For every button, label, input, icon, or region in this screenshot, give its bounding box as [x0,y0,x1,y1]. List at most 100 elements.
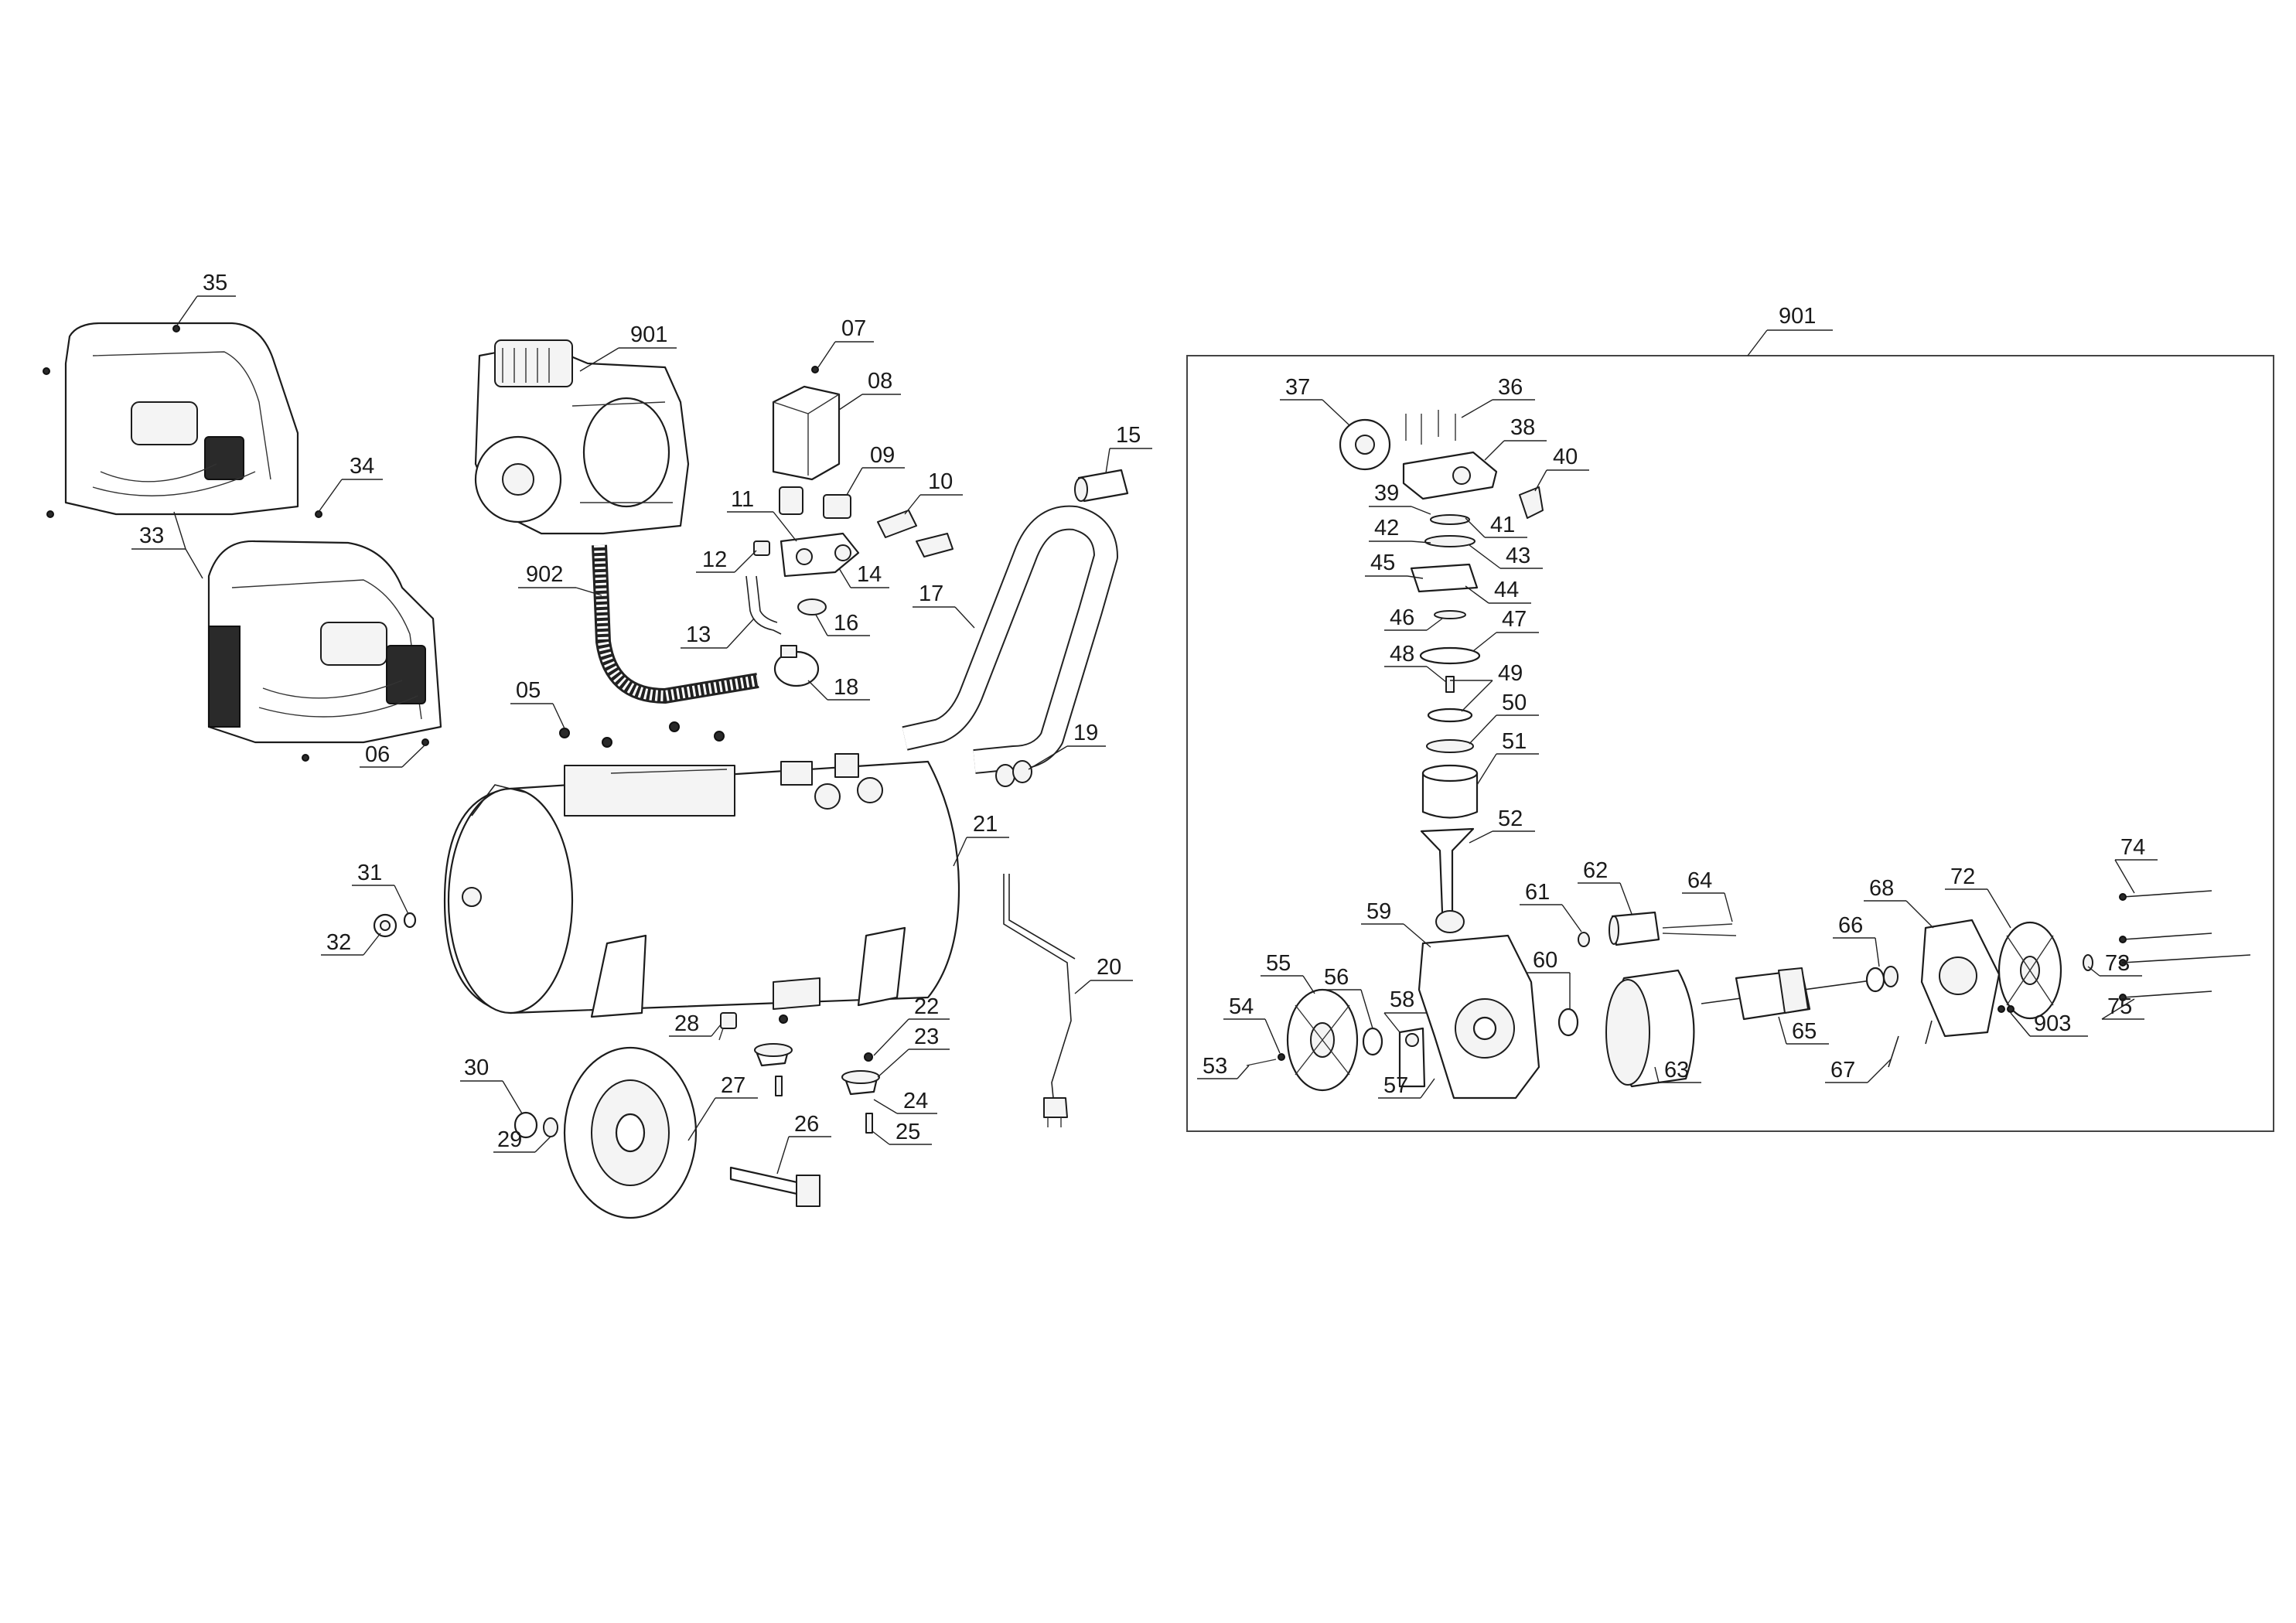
label-43: 43 [1469,544,1543,569]
label-60: 60 [1527,948,1571,1009]
label-12: 12 [696,547,757,573]
label-68: 68 [1864,876,1934,929]
label-56: 56 [1319,965,1373,1029]
label-73: 73 [2087,951,2142,977]
label-20: 20 [1074,955,1133,994]
label-07: 07 [817,316,874,368]
coupling-18 [773,645,820,687]
svg-text:47: 47 [1502,607,1527,632]
svg-text:22: 22 [914,994,939,1019]
label-53: 53 [1197,1054,1250,1079]
rear-cover-housing [64,322,299,516]
svg-text:52: 52 [1498,806,1523,831]
svg-text:40: 40 [1553,445,1578,469]
label-22: 22 [873,994,950,1056]
label-16: 16 [815,611,870,636]
rotor-65 [1701,967,1872,1021]
label-51: 51 [1476,729,1539,786]
label-39: 39 [1369,481,1431,515]
label-25: 25 [872,1120,932,1145]
svg-text:34: 34 [350,454,374,479]
svg-text:62: 62 [1583,858,1608,883]
end-shield-68 [1920,919,2001,1038]
svg-text:74: 74 [2120,835,2145,860]
pressure-hose [592,544,759,704]
label-17: 17 [913,581,975,629]
label-24: 24 [873,1089,937,1114]
svg-text:12: 12 [702,547,727,572]
svg-text:67: 67 [1830,1058,1855,1083]
screws-903 [1997,1005,2015,1013]
svg-text:28: 28 [674,1011,699,1036]
label-05: 05 [510,678,565,729]
svg-text:06: 06 [365,742,390,767]
label-50: 50 [1469,690,1539,745]
label-67: 67 [1825,1058,1892,1083]
label-44: 44 [1465,578,1531,604]
svg-text:60: 60 [1533,948,1557,973]
svg-text:902: 902 [526,562,563,587]
svg-text:51: 51 [1502,729,1527,754]
handle-grip-15 [1074,469,1129,503]
bearing-66 [1865,966,1899,993]
label-65: 65 [1778,1016,1829,1045]
svg-text:50: 50 [1502,690,1527,715]
power-cord-20 [1003,874,1076,1127]
svg-text:57: 57 [1383,1073,1408,1098]
ring-73 [2083,954,2093,971]
svg-text:42: 42 [1374,516,1399,540]
label-55: 55 [1261,951,1315,994]
svg-text:54: 54 [1229,994,1254,1019]
pump-assembly [474,339,690,535]
label-74: 74 [2114,835,2158,894]
svg-text:61: 61 [1525,880,1550,905]
svg-text:20: 20 [1097,955,1121,980]
cover-screws [43,325,429,762]
svg-text:73: 73 [2105,951,2130,976]
label-58: 58 [1383,987,1427,1033]
wheel-27 [563,1046,698,1219]
svg-text:35: 35 [203,271,227,295]
check-valve-manifold [753,510,954,615]
label-34: 34 [318,454,383,513]
label-11: 11 [727,487,797,542]
outlet-pipe-13 [745,575,782,635]
label-54: 54 [1223,994,1281,1054]
svg-text:901: 901 [630,322,667,347]
svg-text:31: 31 [357,861,382,885]
svg-text:48: 48 [1390,642,1414,667]
svg-text:65: 65 [1792,1019,1817,1044]
label-903: 903 [2010,1011,2088,1037]
svg-text:75: 75 [2107,994,2132,1019]
svg-text:26: 26 [794,1112,819,1137]
label-32: 32 [321,930,381,956]
label-47: 47 [1472,607,1539,652]
svg-text:38: 38 [1510,415,1535,440]
svg-text:19: 19 [1073,721,1098,745]
screw-28 [718,1012,737,1041]
label-30: 30 [460,1055,523,1114]
svg-text:37: 37 [1285,375,1310,400]
label-18: 18 [807,675,870,701]
eccentric-58 [1398,1027,1426,1088]
front-cover-housing [207,540,442,744]
svg-text:58: 58 [1390,987,1414,1012]
capacitor-62 [1609,911,1660,946]
svg-text:903: 903 [2034,1011,2071,1036]
svg-text:08: 08 [868,369,892,394]
label-902: 902 [518,562,602,596]
label-52: 52 [1469,806,1535,844]
label-15: 15 [1105,423,1152,474]
svg-text:49: 49 [1498,661,1523,686]
label-62: 62 [1578,858,1632,915]
svg-text:13: 13 [686,622,711,647]
label-08: 08 [838,369,901,411]
svg-text:25: 25 [896,1120,920,1144]
svg-text:44: 44 [1494,578,1519,602]
bearing-60 [1557,1008,1579,1037]
svg-text:11: 11 [731,487,754,512]
pressure-switch [772,366,851,519]
label-38: 38 [1484,415,1547,461]
label-33: 33 [131,511,203,579]
label-40: 40 [1534,445,1589,492]
